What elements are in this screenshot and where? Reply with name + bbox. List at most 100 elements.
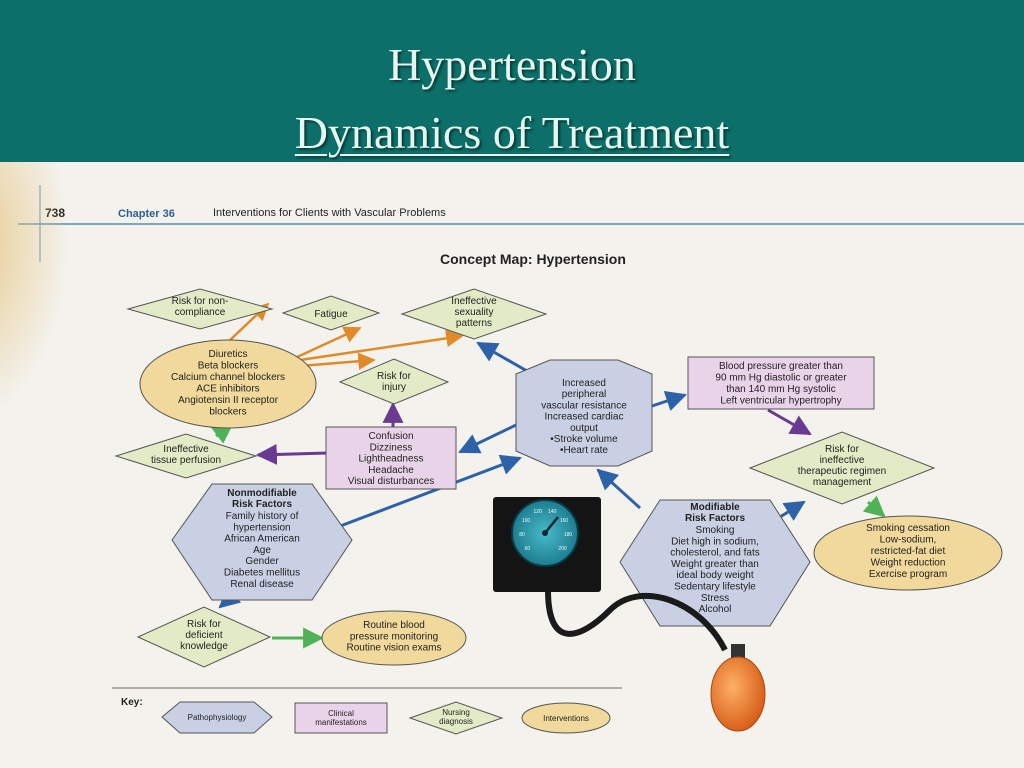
arrow-regimen-to-lifestyle [862,495,886,518]
inflation-bulb [710,656,766,732]
key-pathophysiology-shape [161,701,273,734]
arrow-modifiable-to-pvr [596,468,642,510]
text-line: ACE inhibitors [196,384,259,395]
text-line: Gender [245,556,279,567]
node-fatigue: Fatigue [281,295,381,331]
text-line: Routine blood [363,620,425,631]
gauge-needle [544,516,559,534]
fatigue-label: Fatigue [314,309,348,320]
text-line: Clinical [328,709,354,718]
text-line: diagnosis [439,717,473,726]
text-line: Family history of [226,511,299,522]
text-line: vascular resistance [541,400,627,411]
text-line: peripheral [562,389,606,400]
key-interventions-label: Interventions [543,714,589,723]
text-line: sexuality [455,307,494,318]
text-line: Nursing [442,708,470,717]
text-line: deficient [185,630,222,641]
text-line: •Heart rate [560,445,608,456]
text-line: Routine vision exams [346,643,441,654]
text-line: Calcium channel blockers [171,372,285,383]
page-corner-shading [0,162,70,422]
text-line: hypertension [233,522,290,533]
textbook-page: 738 Chapter 36 Interventions for Clients… [0,162,1024,768]
text-line: Blood pressure greater than [719,361,843,372]
text-line: Risk Factors [685,513,745,524]
text-line: Increased cardiac [545,412,624,423]
pathophysiology-hexagon [619,499,811,627]
text-line: Pathophysiology [188,713,247,722]
gauge-number: 60 [525,546,531,552]
text-line: •Stroke volume [550,434,618,445]
text-line: compliance [175,307,226,318]
chapter-label: Chapter 36 [118,208,175,220]
bulb-valve [731,644,745,660]
text-line: 90 mm Hg diastolic or greater [715,373,847,384]
text-line: Confusion [368,431,413,442]
text-line: Visual disturbances [348,476,435,487]
gauge-number: 160 [560,518,569,524]
text-line: blockers [209,407,246,418]
arrow-symptoms-to-perfusion [255,443,329,465]
text-line: manifestations [315,718,367,727]
clinical-manifestation-box [325,426,457,490]
text-line: tissue perfusion [151,455,221,466]
text-line: Headache [368,465,414,476]
nursing-diagnosis-diamond [400,288,548,340]
arrow-pvr-to-symptoms [458,423,517,454]
text-line: Nonmodifiable [227,488,297,499]
text-line: management [813,477,872,488]
connector-arrows [210,302,886,649]
text-line: patterns [456,318,492,329]
text-line: Fatigue [314,309,348,320]
text-line: Diabetes mellitus [224,568,300,579]
manometer-tube [545,589,728,652]
text-line: Smoking cessation [866,523,950,534]
nursing-diagnosis-diamond [281,295,381,331]
key-interventions-shape [521,702,611,734]
pathophysiology-hexagon [515,359,653,467]
arrow-nonmodifiable-to-pvr [334,454,522,530]
text-line: ineffective [820,455,865,466]
gauge-number: 180 [564,532,573,538]
gauge-number: 120 [534,509,543,515]
text-line: Diuretics [209,349,248,360]
key-label: Key: [121,697,143,708]
text-line: Weight greater than [671,559,759,570]
text-line: Left ventricular hypertrophy [720,396,841,407]
title-band: Hypertension Dynamics of Treatment [0,0,1024,160]
gauge-number: 140 [548,509,557,515]
intervention-ellipse [813,515,1003,591]
text-line: Risk for non- [172,296,229,307]
text-line: than 140 mm Hg systolic [726,384,836,395]
text-line: cholesterol, and fats [670,548,760,559]
nursing-diagnosis-diamond [136,606,272,668]
text-line: Low-sodium, [880,535,937,546]
text-line: Modifiable [690,502,740,513]
intervention-ellipse [321,610,467,666]
text-line: Weight reduction [871,558,946,569]
text-line: Renal disease [230,579,294,590]
concept-map-diagram: 738 Chapter 36 Interventions for Clients… [18,185,1024,735]
risk-noncompliance-label: Risk for non-compliance [172,296,229,318]
text-line: Interventions [543,714,589,723]
